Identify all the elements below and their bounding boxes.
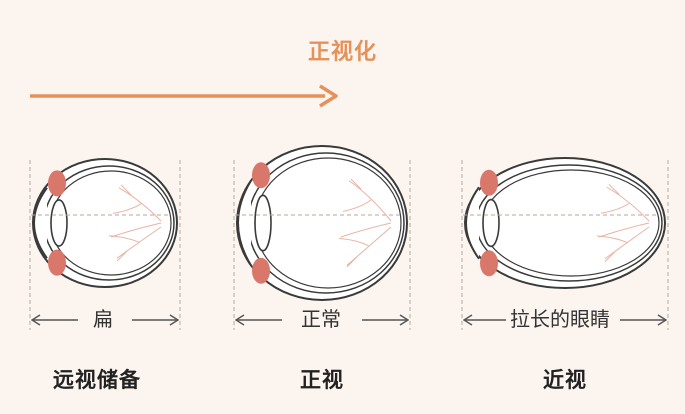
ciliary-muscle-bottom (48, 249, 66, 276)
measure-arrowhead-right (169, 314, 180, 326)
cornea (465, 186, 480, 260)
cornea (33, 187, 48, 259)
ciliary-muscle-top (480, 169, 498, 196)
eye-normal (235, 145, 408, 301)
lens (50, 199, 68, 247)
caption-hyperopia-reserve: 远视储备 (53, 368, 141, 392)
eye-elongated (463, 157, 666, 289)
page-title: 正视化 (307, 40, 377, 65)
measure-label-elongated: 拉长的眼睛 (506, 305, 614, 333)
ciliary-muscle-top (48, 170, 66, 197)
measure-arrowhead-left (462, 314, 473, 326)
lens (482, 198, 500, 248)
measure-arrowhead-left (30, 314, 41, 326)
eye-flat (31, 158, 178, 288)
ciliary-muscle-top (252, 162, 270, 189)
measure-guides (29, 160, 669, 330)
measure-arrowhead-left (234, 314, 245, 326)
measure-label-flat: 扁 (89, 305, 117, 333)
ciliary-muscle-bottom (480, 250, 498, 277)
progression-arrow (30, 84, 338, 108)
measure-label-normal: 正常 (297, 305, 345, 333)
retinal-vessels (596, 184, 650, 262)
measure-arrowhead-right (657, 314, 668, 326)
measure-arrowhead-right (399, 314, 410, 326)
retina-layer (50, 170, 172, 276)
retinal-vessels (108, 184, 162, 262)
retinal-vessels (338, 178, 392, 268)
caption-myopia: 近视 (543, 368, 587, 392)
retina-layer (482, 169, 660, 277)
ciliary-muscle-bottom (252, 257, 270, 284)
lens (254, 194, 272, 252)
retina-layer (254, 157, 402, 289)
caption-emmetropia: 正视 (300, 368, 344, 392)
cornea (237, 180, 252, 266)
